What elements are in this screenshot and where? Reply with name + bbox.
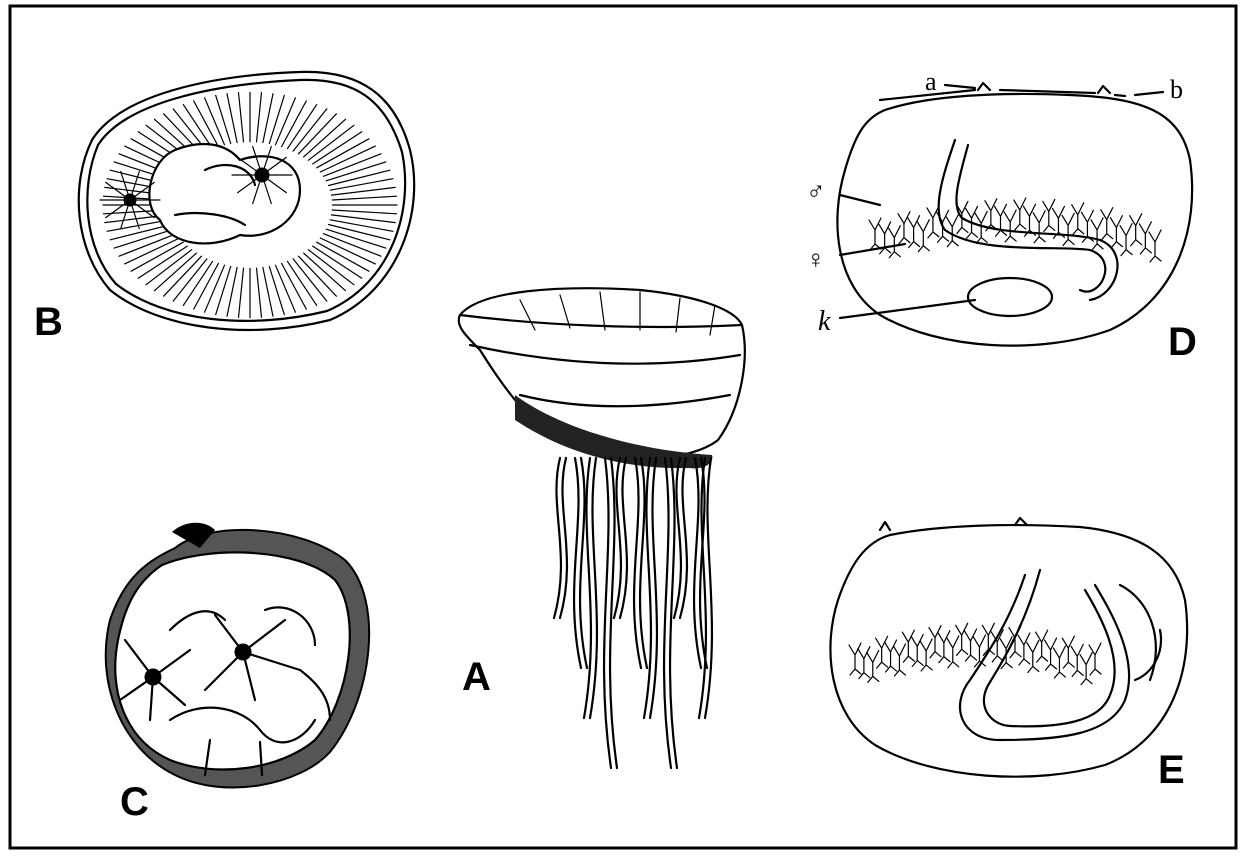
drawing-d-internal-anatomy <box>837 83 1192 346</box>
panel-label-e: E <box>1158 748 1185 792</box>
callout-male: ♂ <box>806 177 826 206</box>
panel-label-d: D <box>1168 320 1197 364</box>
panel-label-b: B <box>34 300 63 344</box>
drawing-e-internal-anatomy <box>830 518 1187 777</box>
panel-label-c: C <box>120 780 149 824</box>
callout-k: k <box>818 306 831 337</box>
callout-b: b <box>1170 75 1183 104</box>
callout-a: a <box>925 67 937 96</box>
drawing-b-top-view <box>79 72 414 330</box>
callout-female: ♀ <box>806 245 826 274</box>
panel-label-a: A <box>462 655 491 699</box>
